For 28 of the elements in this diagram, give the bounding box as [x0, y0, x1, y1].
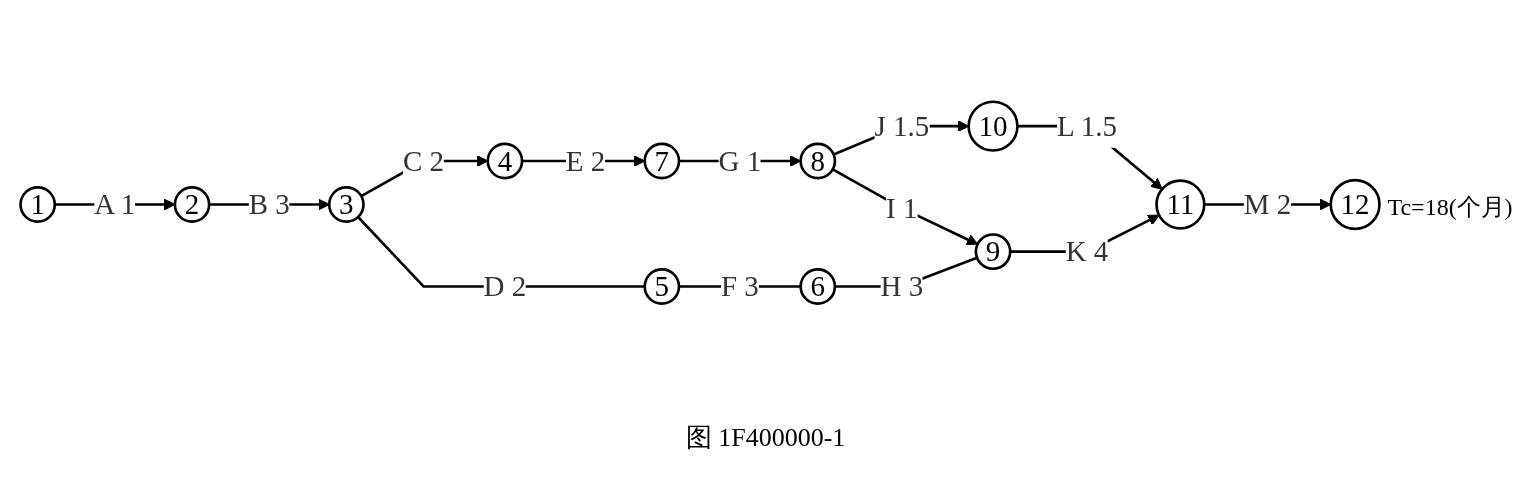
edge-label: B 3: [248, 188, 290, 221]
node-circle: 5: [643, 268, 681, 305]
node-circle: 9: [974, 233, 1012, 271]
node-circle: 10: [967, 100, 1019, 152]
node-annotation: Tc=18(个月): [1387, 192, 1513, 222]
edge-label: G 1: [718, 144, 762, 178]
edge-label: J 1.5: [874, 109, 930, 143]
edge-label: M 2: [1243, 188, 1292, 221]
edge-label: E 2: [565, 144, 606, 178]
node-circle: 4: [486, 142, 524, 180]
node-circle: 8: [799, 142, 837, 180]
edge-label: H 3: [880, 270, 924, 303]
node-circle: 3: [327, 186, 365, 223]
edge-label: C 2: [403, 144, 445, 178]
edge-label: D 2: [483, 270, 527, 303]
arrow: [832, 168, 979, 245]
edge-label: A 1: [94, 188, 136, 221]
edge-label: F 3: [720, 270, 759, 303]
node-circle: 11: [1155, 179, 1206, 230]
edge-label: L 1.5: [1056, 109, 1118, 143]
node-circle: 2: [173, 186, 211, 223]
node-circle: 7: [643, 142, 681, 180]
node-circle: 12: [1329, 178, 1381, 231]
node-circle: 6: [799, 268, 837, 305]
node-circle: 1: [19, 186, 57, 223]
edge-label: K 4: [1065, 235, 1109, 269]
figure-caption: 图 1F400000-1: [684, 422, 847, 454]
edge-label: I 1: [886, 191, 918, 225]
